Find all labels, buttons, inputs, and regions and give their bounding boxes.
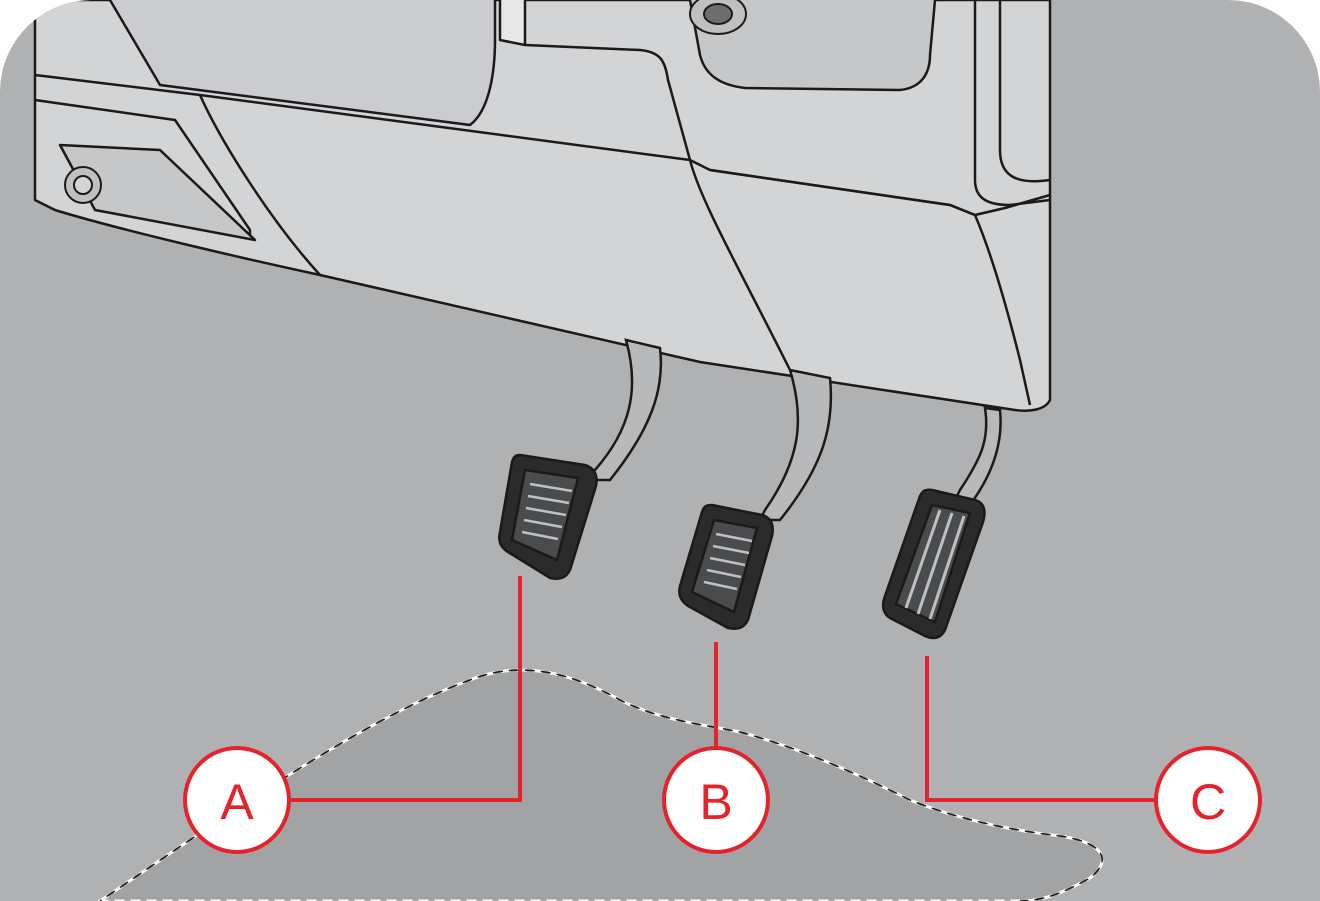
callout-label-b: B [699, 774, 732, 830]
clutch-pedal [498, 453, 598, 580]
dashboard-column-shroud [108, 0, 497, 127]
dashboard-left-seam [198, 94, 321, 276]
dashboard-top-recess [524, 43, 692, 161]
accelerator-pedal [881, 488, 986, 640]
glovebox-latch [689, 0, 747, 35]
dashboard-knee-panel [709, 168, 1032, 406]
callout-marker-c: C [1154, 746, 1262, 854]
dashboard-knob [64, 166, 102, 204]
callout-label-c: C [1190, 774, 1226, 830]
callout-line-a [289, 576, 522, 802]
dashboard-vent-bezel [498, 0, 527, 47]
clutch-pedal-arm [587, 338, 663, 482]
callout-line-c [925, 656, 1156, 802]
dashboard [33, 0, 1052, 412]
floor-mat-edge [99, 669, 1103, 901]
accelerator-pedal-arm [953, 406, 1002, 504]
callout-label-a: A [220, 774, 254, 830]
dashboard-glovebox [688, 0, 937, 92]
brake-pedal-arm [757, 368, 833, 522]
brake-pedal [678, 503, 774, 630]
callout-marker-a: A [183, 746, 291, 854]
dashboard-right-bracket [973, 0, 1051, 207]
callout-marker-b: B [662, 746, 770, 854]
callout-lines [289, 576, 1156, 802]
dashboard-center-seam [688, 159, 792, 371]
